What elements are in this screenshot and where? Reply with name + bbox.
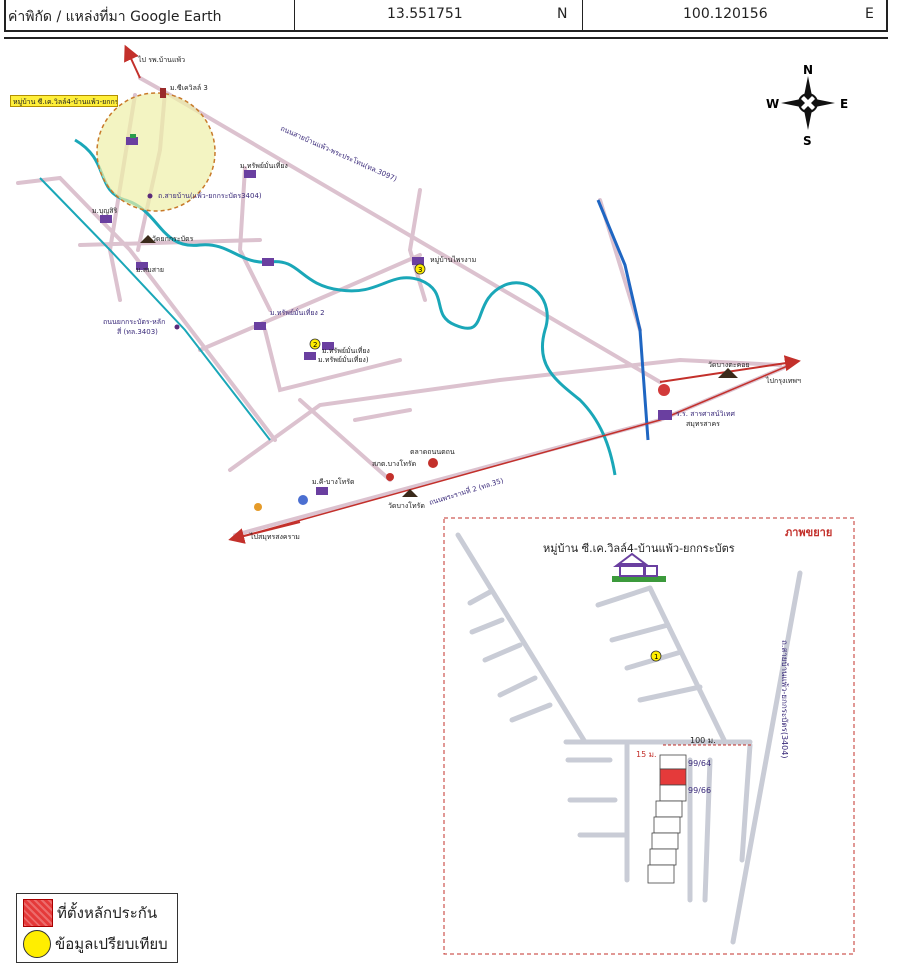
label-road-3403-a: ถนนยกกระบัตร-หลัก [103, 318, 165, 326]
legend-collateral: ที่ตั้งหลักประกัน [23, 899, 157, 927]
inset-title: ภาพขยาย [785, 526, 832, 539]
arrow-to-ban-phaeo [124, 44, 141, 79]
collateral-swatch-icon [23, 899, 53, 927]
label-sap-man-2: ม.ทรัพย์มั่นเที่ยง 2 [270, 308, 325, 317]
label-ck-ville3: ม.ซีเควิลล์ 3 [170, 84, 208, 92]
site-area-circle [96, 92, 216, 212]
comparable-marker-3: 3 [414, 263, 426, 275]
label-moo-ban-bangtorad: ม.คี-บางโทรัด [312, 477, 355, 486]
svg-text:2: 2 [313, 341, 317, 349]
legend-comparable: ข้อมูลเปรียบเทียบ [23, 930, 168, 958]
longitude-value: 100.120156 [683, 6, 768, 22]
route-rama2 [239, 419, 661, 538]
compass-s: S [803, 134, 812, 148]
inset-road-label: ถ.สายบ้านแพ้ว-ยกกระบัตร(3404) [780, 640, 789, 758]
label-to-ban-phaeo: ไป รพ.บ้านแพ้ว [137, 55, 185, 64]
lot-99-66 [659, 768, 687, 786]
inset-house-icon [612, 552, 666, 582]
label-boonyasiri: ม.บุญสิริ [92, 207, 118, 215]
latitude-cell: 13.551751 N [294, 0, 586, 30]
label-road-3097: ถนนสายบ้านแพ้ว-พระประโทน(ทล.3097) [279, 124, 398, 184]
police-icon [386, 473, 394, 481]
label-to-bangkok: ไปกรุงเทพฯ [765, 376, 801, 385]
compass-icon: N S W E [766, 63, 848, 148]
latitude-value: 13.551751 [387, 6, 463, 22]
label-sap-man-3b: ม.ทรัพย์มั่นเที่ยง) [318, 355, 369, 364]
comparable-marker-2: 2 [309, 338, 321, 350]
temple-icon [140, 235, 738, 497]
inset-comparable-marker: 1 [650, 650, 662, 662]
junction-dot [147, 193, 153, 199]
legend-collateral-label: ที่ตั้งหลักประกัน [57, 904, 158, 922]
header-underline [4, 37, 888, 39]
house-icon [100, 134, 672, 495]
comparable-swatch-icon [23, 930, 51, 958]
label-temple-b: วัดบางโทรัด [388, 501, 425, 510]
landmark-icon [160, 88, 166, 98]
map-legend: ที่ตั้งหลักประกัน ข้อมูลเปรียบเทียบ [16, 893, 178, 963]
road-3403 [16, 175, 277, 442]
label-road-3404: ถ.สายบ้าน(แพ้ว-ยกกระบัตร3404) [158, 192, 262, 200]
inset-lot-a: 99/64 [688, 759, 711, 768]
compass-n: N [803, 63, 813, 77]
inset-lot-b: 99/66 [688, 786, 711, 795]
label-to-samut: ไปสมุทรสงคราม [249, 532, 300, 541]
label-hospital-a: ร.ร. สารศาสน์วิเทศ [676, 410, 736, 418]
coordinate-label: ค่าพิกัด / แหล่งที่มา Google Earth [8, 9, 222, 25]
svg-text:1: 1 [654, 653, 658, 661]
longitude-cell: 100.120156 E [582, 0, 890, 30]
coordinate-header: ค่าพิกัด / แหล่งที่มา Google Earth 13.55… [4, 0, 888, 32]
canal-west [39, 177, 271, 441]
road-3097 [138, 76, 662, 384]
site-callout: หมู่บ้าน ซี.เค.วิลล์4-บ้านแพ้ว-ยกกระบัตร [10, 95, 118, 107]
legend-comparable-label: ข้อมูลเปรียบเทียบ [55, 935, 168, 953]
inset-road-network [455, 532, 803, 945]
label-wat-yokkrabat: วัดยกกระบัตร [152, 235, 194, 243]
label-market: ตลาดถนนตถน [410, 448, 455, 456]
inset-lot-grid [647, 754, 687, 884]
junction-dot [174, 324, 180, 330]
label-hospital-b: สมุทรสาคร [686, 420, 720, 428]
inset-frame [443, 517, 855, 955]
label-som-sai: ม.สมสาย [136, 266, 164, 274]
label-ban-phai: หมู่บ้านไพรงาม [430, 255, 476, 264]
lot-99-64 [659, 754, 687, 770]
inset-village-label: หมู่บ้าน ซี.เค.วิลล์4-บ้านแพ้ว-ยกกระบัตร [543, 542, 735, 555]
label-sap-man-3a: ม.ทรัพย์มั่นเที่ยง [322, 346, 370, 355]
label-police: สภต.บางโทรัด [372, 459, 416, 468]
label-wat-bang: วัดบางตะคอย [708, 361, 750, 369]
market-icon [428, 458, 438, 468]
road-rama2 [233, 363, 792, 537]
canal-east [596, 199, 650, 441]
label-sap-man-thiang: ม.ทรัพย์มั่นเที่ยง [240, 161, 288, 170]
inset-dist-15: 15 ม. [636, 750, 657, 759]
svg-text:3: 3 [418, 266, 422, 274]
longitude-direction: E [865, 6, 874, 22]
gas-icon [298, 495, 308, 505]
inset-dist-100: 100 ม. [690, 736, 716, 745]
arrow-to-samut [228, 521, 301, 544]
latitude-direction: N [557, 6, 568, 22]
label-road-3403-b: สี่ (ทล.3403) [117, 327, 158, 336]
hospital-icon [658, 384, 670, 396]
compass-e: E [840, 97, 848, 111]
compass-w: W [766, 97, 779, 111]
sign-icon [254, 503, 262, 511]
river [74, 138, 617, 476]
